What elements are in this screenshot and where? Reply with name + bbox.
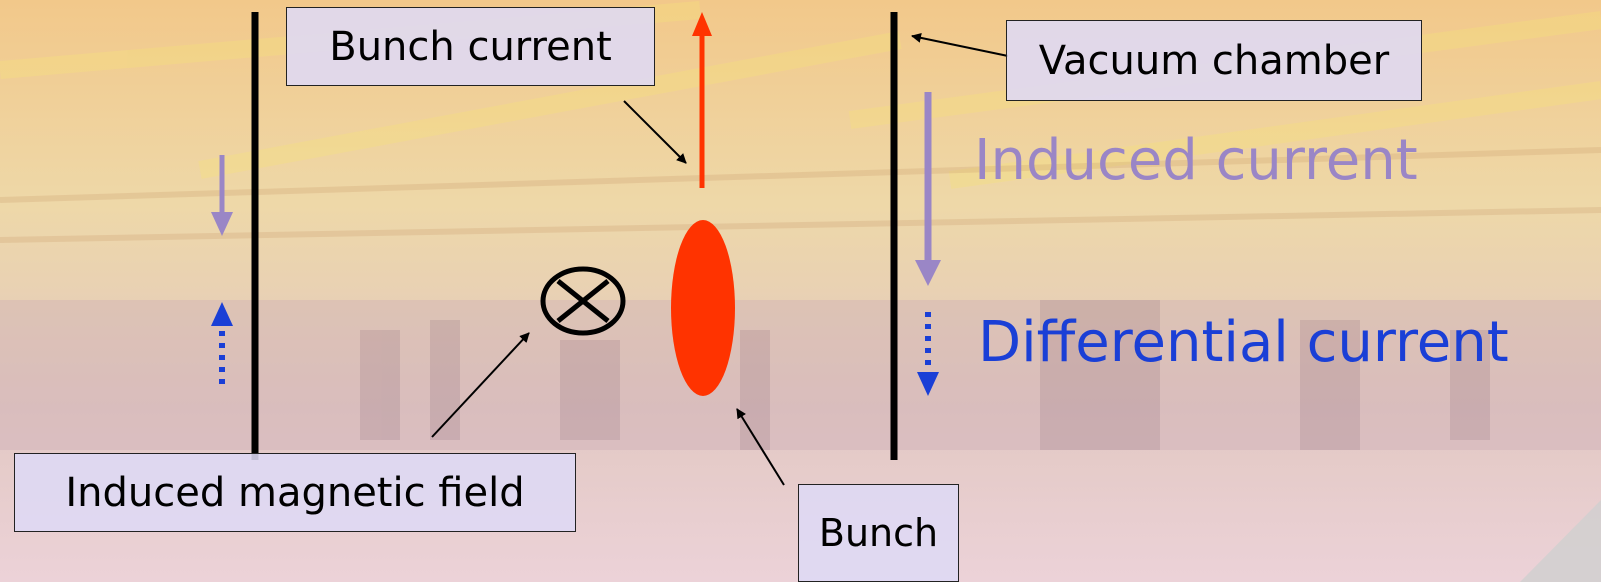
induced-magnetic-field-label: Induced magnetic field [65,469,525,516]
bunch-ellipse [671,220,735,396]
pointer-bunch-current [623,100,687,164]
bunch-label: Bunch [818,511,939,555]
induced-magnetic-field-label-box: Induced magnetic field [14,453,576,532]
bunch-current-label-box: Bunch current [286,7,655,86]
pointer-vacuum-chamber [911,32,1009,57]
differential-current-arrow-right [917,312,939,396]
vacuum-chamber-label-box: Vacuum chamber [1006,20,1422,101]
circle-cross-icon [540,266,626,336]
induced-current-label: Induced current [974,128,1418,193]
differential-current-label: Differential current [978,310,1509,375]
bunch-label-box: Bunch [798,484,959,582]
vacuum-chamber-label: Vacuum chamber [1038,37,1390,84]
differential-current-arrow-left [211,302,233,384]
bunch-current-label: Bunch current [329,23,612,70]
pointer-magnetic-field [431,332,530,438]
induced-current-arrow-left [211,155,233,236]
bunch-current-arrow [692,12,712,188]
induced-current-arrow-right [915,92,941,286]
pointer-bunch [736,408,785,486]
